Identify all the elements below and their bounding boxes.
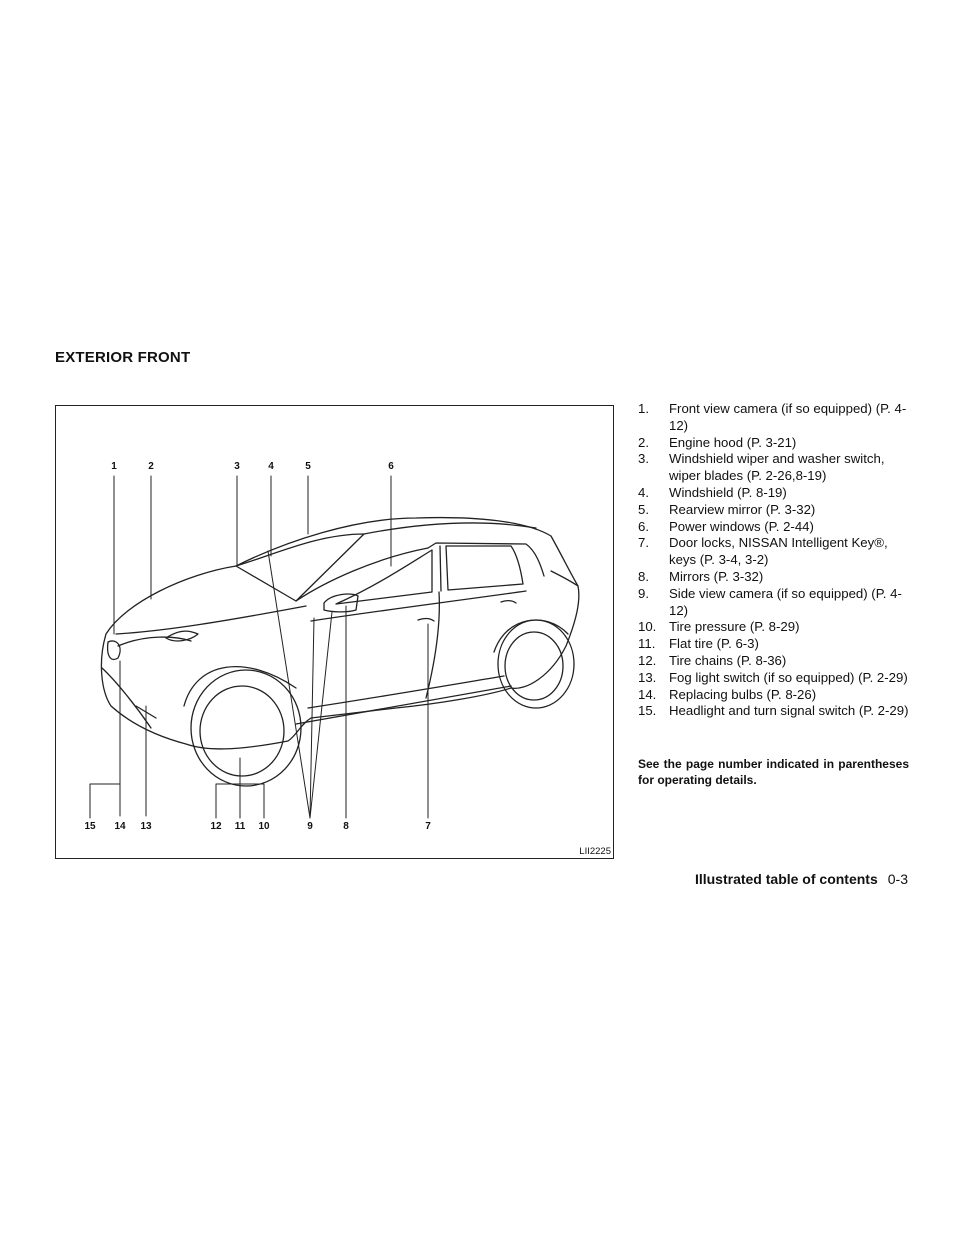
legend-item: 13. Fog light switch (if so equipped) (P.… [638,670,910,687]
legend-item: 11. Flat tire (P. 6-3) [638,636,910,653]
legend-number: 4. [638,484,649,500]
legend-item: 9. Side view camera (if so equipped) (P. … [638,586,910,620]
legend-text: Engine hood (P. 3-21) [669,434,797,450]
legend-text: Rearview mirror (P. 3-32) [669,501,816,517]
legend-item: 8. Mirrors (P. 3-32) [638,569,910,586]
figure-code: LII2225 [579,846,611,857]
legend-number: 13. [638,669,657,685]
car-illustration [89,475,580,819]
callout-13: 13 [140,821,152,832]
callout-9: 9 [307,821,313,832]
legend-number: 2. [638,434,649,450]
legend-number: 11. [638,636,656,652]
callout-10: 10 [258,821,270,832]
callout-12: 12 [210,821,222,832]
callout-8: 8 [343,821,349,832]
operating-details-note: See the page number indicated in parenth… [638,757,909,787]
legend-text: Replacing bulbs (P. 8-26) [669,686,817,702]
callout-6: 6 [388,461,394,472]
page-footer: Illustrated table of contents 0-3 [695,871,908,887]
legend-item: 3. Windshield wiper and washer switch, wi… [638,451,910,485]
legend-number: 7. [638,535,649,551]
legend-item: 1. Front view camera (if so equipped) (P.… [638,401,910,435]
legend-text: Windshield (P. 8-19) [669,484,787,500]
legend-number: 15. [638,703,657,719]
legend-text: Windshield wiper and washer switch, wipe… [669,451,885,484]
footer-section-label: Illustrated table of contents [694,871,878,887]
callout-15: 15 [84,821,96,832]
legend-item: 12. Tire chains (P. 8-36) [638,653,910,670]
legend-number: 5. [638,501,649,517]
legend-item: 5. Rearview mirror (P. 3-32) [638,502,910,519]
legend-number: 9. [638,585,649,601]
legend-text: Fog light switch (if so equipped) (P. 2-… [669,669,908,685]
legend-number: 1. [638,401,649,416]
legend-text: Power windows (P. 2-44) [669,518,814,534]
callout-3: 3 [234,461,240,472]
legend-item: 6. Power windows (P. 2-44) [638,519,910,536]
callout-4: 4 [268,461,274,472]
car-exterior-figure: 1 2 3 4 5 6 15 14 13 12 11 10 9 8 7 LII2… [55,405,614,859]
legend-number: 3. [638,451,649,467]
legend-item: 7. Door locks, NISSAN Intelligent Key®, k… [638,535,910,569]
legend-text: Tire pressure (P. 8-29) [669,619,800,635]
legend-text: Tire chains (P. 8-36) [669,652,787,668]
legend-item: 14. Replacing bulbs (P. 8-26) [638,687,910,704]
legend-text: Headlight and turn signal switch (P. 2-2… [669,703,909,719]
legend-item: 2. Engine hood (P. 3-21) [638,435,910,452]
legend-item: 15. Headlight and turn signal switch (P. … [638,703,910,720]
legend-item: 4. Windshield (P. 8-19) [638,485,910,502]
page-number: 0-3 [887,871,908,887]
legend-list: 1. Front view camera (if so equipped) (P.… [638,401,910,720]
section-title: EXTERIOR FRONT [55,349,191,366]
callout-1: 1 [111,461,117,472]
legend-number: 8. [638,568,649,584]
callout-5: 5 [305,461,311,472]
legend-item: 10. Tire pressure (P. 8-29) [638,619,910,636]
legend-text: Door locks, NISSAN Intelligent Key®, key… [669,535,888,568]
legend-number: 14. [638,686,657,702]
callout-11: 11 [234,821,246,832]
legend-text: Side view camera (if so equipped) (P. 4-… [669,585,902,618]
legend-number: 10. [638,619,657,635]
legend-text: Front view camera (if so equipped) (P. 4… [669,401,907,433]
callout-14: 14 [114,821,126,832]
legend-text: Mirrors (P. 3-32) [669,568,764,584]
callout-7: 7 [425,821,431,832]
callout-2: 2 [148,461,154,472]
legend-number: 6. [638,518,649,534]
legend-text: Flat tire (P. 6-3) [669,636,759,652]
legend-number: 12. [638,652,657,668]
